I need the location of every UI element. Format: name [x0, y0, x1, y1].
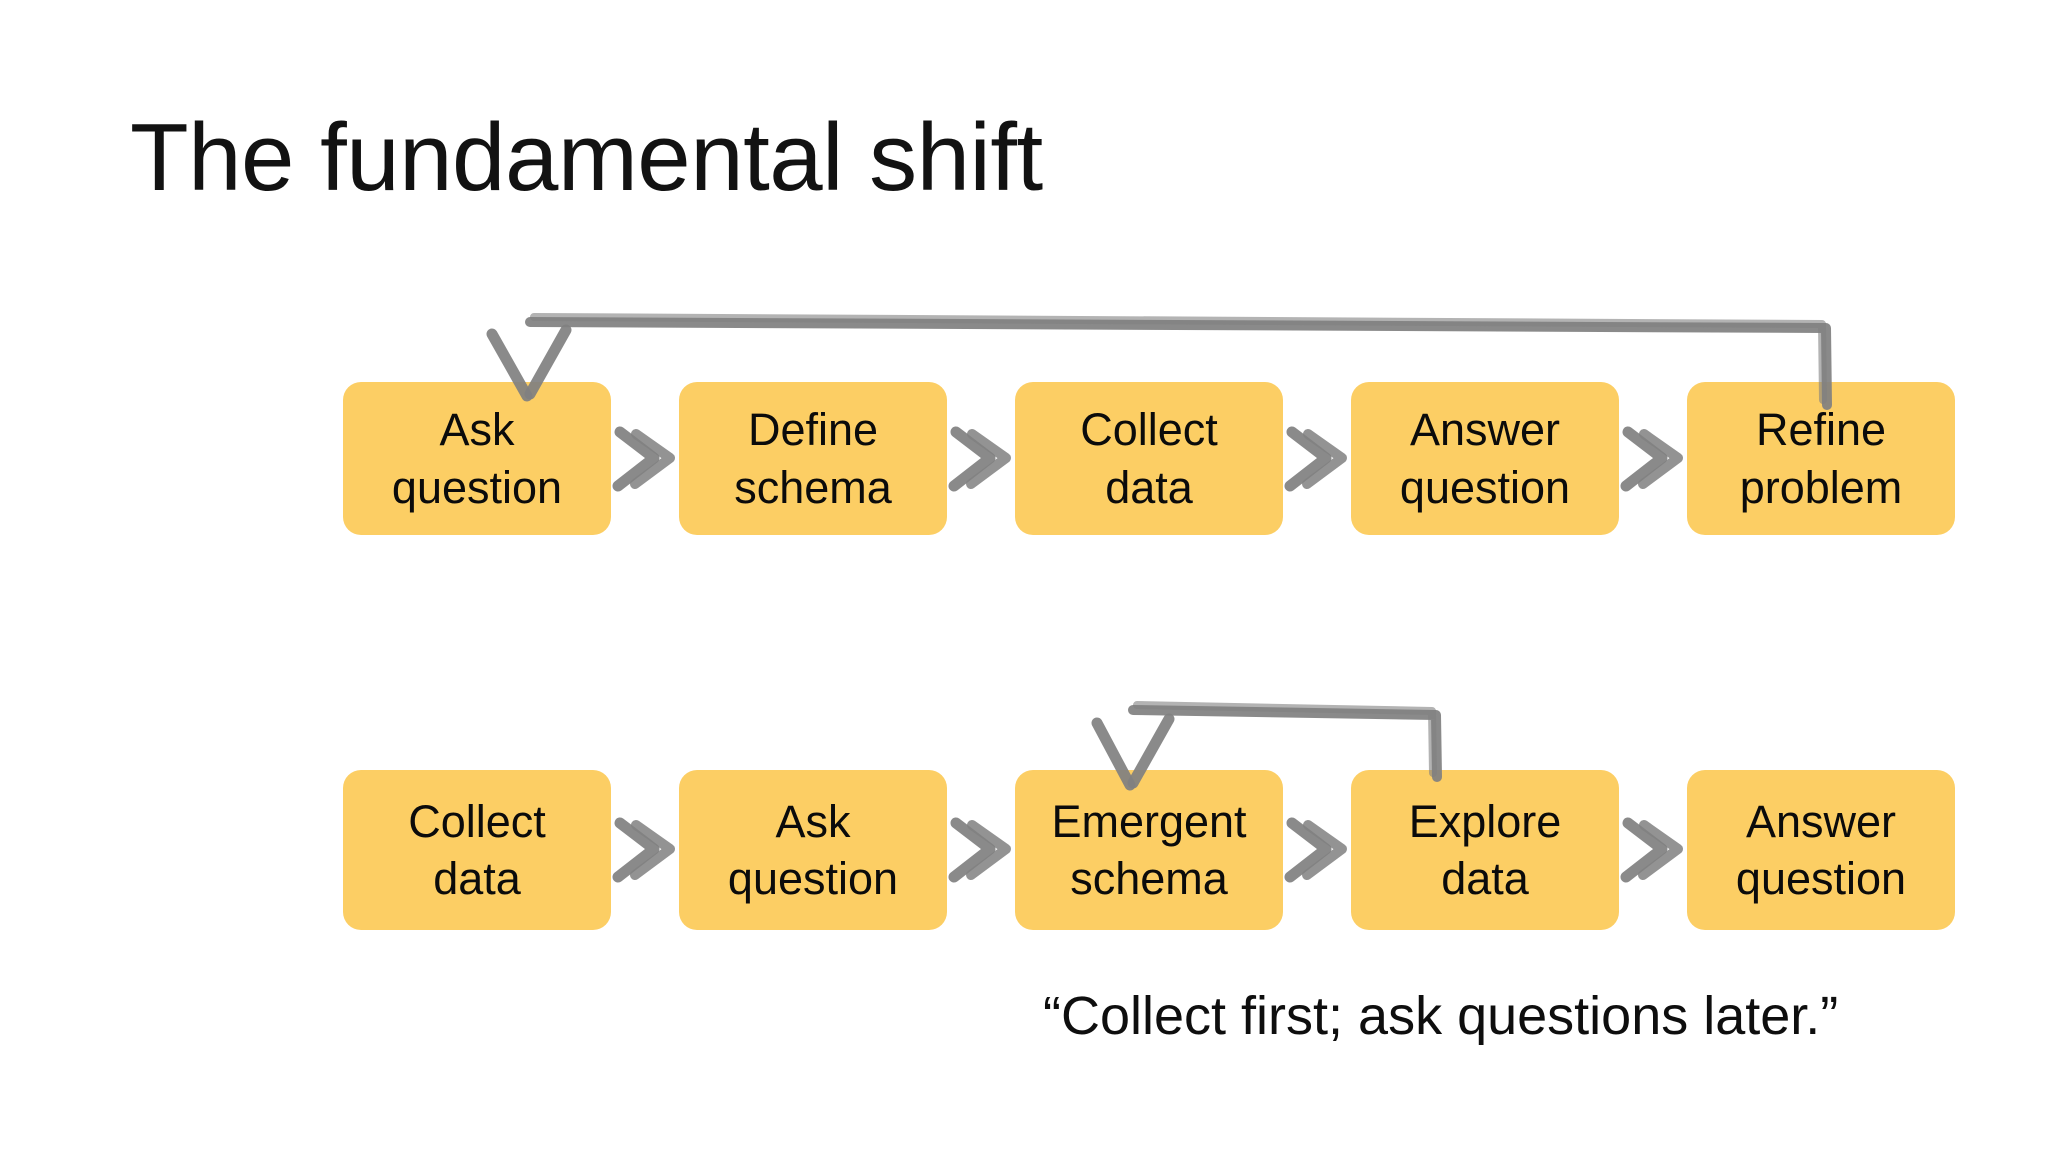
node-label-line1: Ask	[775, 795, 851, 847]
chevron-arrow-icon	[611, 810, 679, 890]
flow-row-emergent: Collect data Ask question Emergent schem…	[343, 770, 1955, 930]
node-label-line1: Answer	[1409, 404, 1561, 456]
flow-node-answer-question-top[interactable]: Answer question	[1351, 382, 1619, 535]
node-label-line2: schema	[734, 461, 892, 513]
chevron-arrow-icon	[611, 419, 679, 499]
flow-node-explore-data[interactable]: Explore data	[1351, 770, 1619, 930]
node-label-line2: question	[1399, 461, 1571, 513]
node-label-line2: question	[391, 461, 563, 513]
caption-quote: “Collect first; ask questions later.”	[1043, 986, 1839, 1046]
node-label-line1: Emergent	[1051, 795, 1247, 847]
chevron-arrow-icon	[947, 810, 1015, 890]
node-label-line2: schema	[1070, 853, 1228, 904]
chevron-arrow-icon	[1619, 419, 1687, 499]
node-label-line2: data	[1441, 853, 1529, 904]
chevron-arrow-icon	[1619, 810, 1687, 890]
flow-node-collect-data-bottom[interactable]: Collect data	[343, 770, 611, 930]
flow-row-traditional: Ask question Define schema Collect data	[343, 382, 1955, 535]
node-label-line1: Refine	[1755, 404, 1887, 456]
node-label-line2: question	[1735, 853, 1907, 904]
node-label-line2: data	[433, 853, 521, 904]
flow-node-collect-data-top[interactable]: Collect data	[1015, 382, 1283, 535]
node-label-line1: Explore	[1408, 795, 1562, 847]
flow-node-ask-question-bottom[interactable]: Ask question	[679, 770, 947, 930]
node-label-line1: Collect	[408, 795, 546, 847]
node-label-line1: Collect	[1080, 404, 1218, 456]
flow-node-refine-problem[interactable]: Refine problem	[1687, 382, 1955, 535]
node-label-line1: Ask	[439, 404, 515, 456]
flow-node-define-schema[interactable]: Define schema	[679, 382, 947, 535]
chevron-arrow-icon	[1283, 419, 1351, 499]
node-label-line2: data	[1105, 461, 1193, 513]
node-label-line1: Answer	[1745, 795, 1897, 847]
flow-node-ask-question-top[interactable]: Ask question	[343, 382, 611, 535]
chevron-arrow-icon	[947, 419, 1015, 499]
node-label-line1: Define	[747, 404, 879, 456]
chevron-arrow-icon	[1283, 810, 1351, 890]
flow-node-answer-question-bottom[interactable]: Answer question	[1687, 770, 1955, 930]
page-title: The fundamental shift	[130, 104, 1043, 211]
node-label-line2: question	[727, 853, 899, 904]
node-label-line2: problem	[1739, 461, 1903, 513]
flow-node-emergent-schema[interactable]: Emergent schema	[1015, 770, 1283, 930]
